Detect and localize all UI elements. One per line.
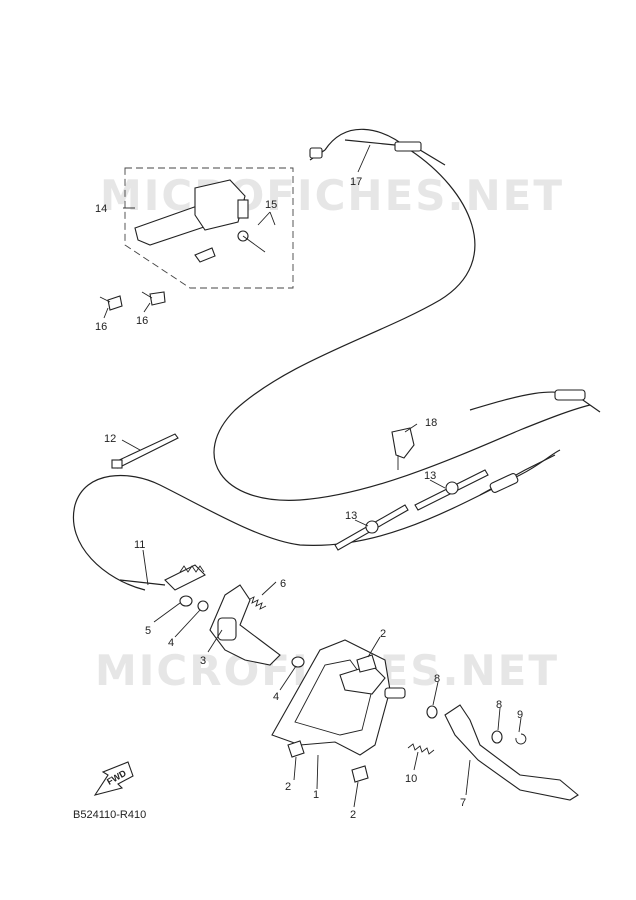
callout-7: 7 [460, 797, 466, 809]
leader-9 [518, 717, 522, 733]
leader-10 [413, 751, 419, 771]
leader-18 [404, 423, 418, 433]
lever-bracket [194, 179, 246, 231]
callout-9: 9 [517, 709, 523, 721]
leader-12 [121, 439, 141, 451]
cable-tie-12 [114, 433, 179, 469]
callout-18: 18 [425, 417, 437, 429]
callout-8-right: 8 [496, 699, 502, 711]
callout-4-upper: 4 [168, 637, 174, 649]
callout-1: 1 [313, 789, 319, 801]
cable-tie-13-lower-head [365, 520, 379, 534]
lever-pin [237, 199, 249, 219]
callout-14: 14 [95, 203, 107, 215]
leader-8a [432, 681, 439, 706]
callout-numbers: 14 15 16 16 17 18 12 13 13 11 6 5 4 3 2 … [95, 176, 523, 821]
callout-17: 17 [350, 176, 362, 188]
callout-3: 3 [200, 655, 206, 667]
washer-4-lower [291, 656, 305, 668]
leader-16a [103, 307, 109, 319]
leader-17 [357, 144, 371, 173]
bolt-16-right [149, 291, 166, 306]
cable-11-wire [119, 579, 166, 586]
leader-6 [261, 581, 277, 596]
callout-13-upper: 13 [424, 470, 436, 482]
leader-13b [354, 519, 369, 527]
spring-11 [179, 565, 205, 573]
leader-15 [257, 211, 276, 226]
leader-2c [353, 781, 359, 808]
bolt-16-left-shaft [99, 296, 111, 303]
pivot-shaft [384, 687, 406, 699]
leader-7 [465, 759, 471, 796]
leader-4a [174, 609, 201, 638]
bolt-2-top [356, 654, 377, 673]
callout-15: 15 [265, 199, 277, 211]
washer-8-right [491, 730, 503, 744]
pedal-arm-3 [209, 584, 281, 666]
leader-2a [367, 636, 381, 658]
bolt-2-left [287, 740, 305, 758]
clamp-bolt-15 [242, 235, 266, 253]
callout-16-right: 16 [136, 315, 148, 327]
lower-cable [72, 449, 561, 591]
bolt-15-left [194, 247, 216, 263]
callout-2-left: 2 [285, 781, 291, 793]
cable-tie-12-head [111, 459, 123, 469]
bolt-16-right-shaft [141, 291, 153, 299]
leader-4b [279, 665, 297, 691]
cable-nut-17 [309, 147, 323, 159]
brake-pedal-7 [444, 704, 579, 801]
leader-lines [103, 144, 522, 808]
leader-5 [153, 602, 181, 623]
callout-11: 11 [134, 539, 145, 551]
leader-13a [429, 479, 446, 489]
cable-tie-13-upper-head [445, 481, 459, 495]
cable-adjuster-lower [489, 472, 519, 494]
washer-4-upper [197, 600, 209, 612]
leader-16b [143, 302, 151, 313]
fwd-arrow [93, 761, 134, 796]
callout-10: 10 [405, 773, 417, 785]
clip-18 [391, 427, 415, 459]
callout-13-lower: 13 [345, 510, 357, 522]
callout-12: 12 [104, 433, 116, 445]
callout-4-lower: 4 [273, 691, 279, 703]
cable-adjuster-right [554, 389, 586, 401]
callout-16-left: 16 [95, 321, 107, 333]
spring-10 [407, 743, 435, 755]
washer-8-left [426, 705, 438, 719]
diagram-code: B524110-R410 [73, 809, 146, 821]
bolt-2-bottom [351, 765, 369, 783]
spring-6 [247, 596, 267, 610]
leader-1 [316, 754, 319, 790]
callout-8-left: 8 [434, 673, 440, 685]
bolt-16-left [107, 295, 123, 311]
leader-2b [293, 756, 297, 781]
main-cable [213, 128, 591, 501]
cable-adjuster-17 [394, 141, 422, 152]
callout-6: 6 [280, 578, 286, 590]
leader-11 [142, 549, 149, 586]
cable-end-11 [164, 564, 206, 591]
leader-8b [497, 707, 501, 731]
callout-2-top: 2 [380, 628, 386, 640]
watermark-top: MICROFICHES.NET [100, 171, 564, 220]
pivot-boss-3 [217, 617, 237, 641]
clip-9 [515, 733, 527, 745]
callout-5: 5 [145, 625, 151, 637]
callout-2-bottom: 2 [350, 809, 356, 821]
washer-5 [179, 595, 193, 607]
leader-3 [207, 629, 223, 653]
